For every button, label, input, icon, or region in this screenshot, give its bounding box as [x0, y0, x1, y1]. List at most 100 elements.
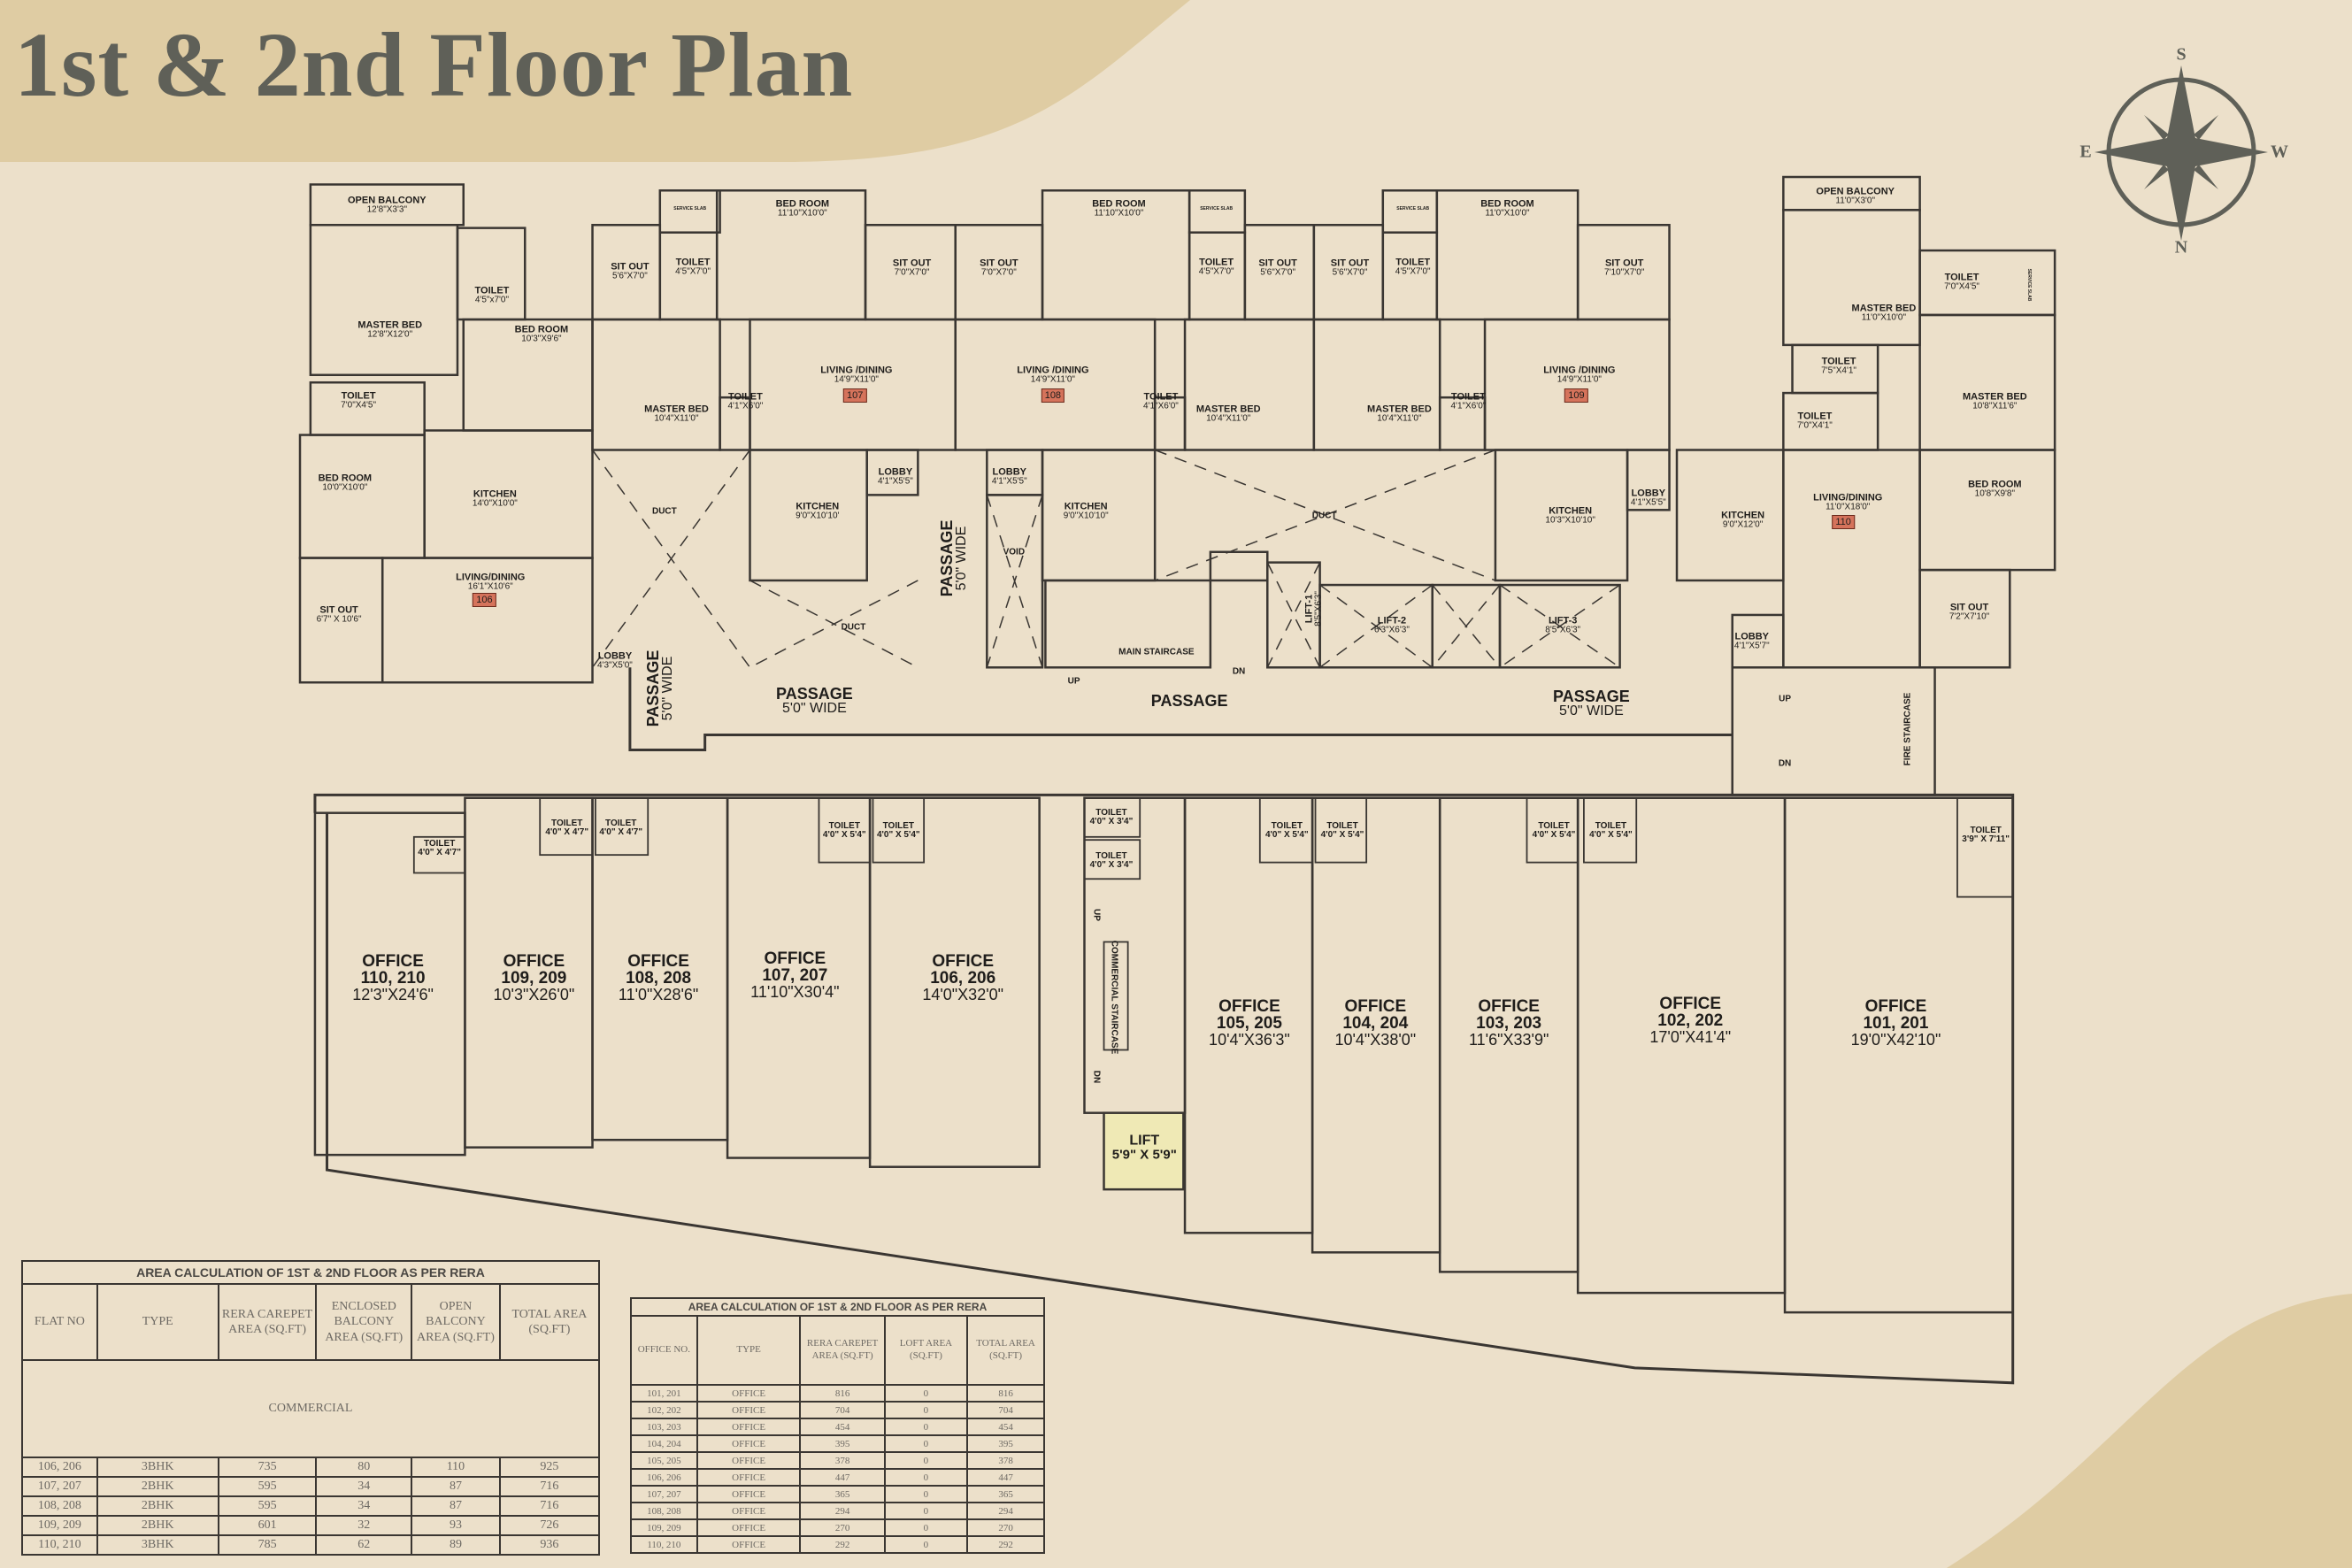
table-cell: 109, 209 — [630, 1518, 698, 1537]
column-header: TYPE — [96, 1283, 219, 1361]
table-title: AREA CALCULATION OF 1ST & 2ND FLOOR AS P… — [630, 1297, 1045, 1317]
corner-decoration — [1947, 1294, 2352, 1568]
room-dimensions: 8'5"X6'3" — [1313, 591, 1324, 627]
room-dimensions: 4'5"X7'0" — [675, 266, 711, 277]
table-cell: 270 — [966, 1518, 1045, 1537]
room-wall — [1918, 449, 2056, 572]
title-banner — [0, 0, 1190, 162]
room-name: LOBBY — [1631, 488, 1666, 499]
office-dimensions: 11'0"X28'6" — [618, 986, 699, 1004]
office-name: OFFICE — [1478, 996, 1540, 1016]
room-dimensions: 9'0"X12'0" — [1722, 519, 1764, 530]
toilet-name: TOILET — [1970, 826, 2002, 836]
room-wall — [749, 449, 868, 582]
table-title: AREA CALCULATION OF 1ST & 2ND FLOOR AS P… — [21, 1260, 600, 1285]
table-cell: 101, 201 — [630, 1384, 698, 1403]
office-dimensions: 14'0"X32'0" — [922, 986, 1004, 1004]
table-cell: 735 — [217, 1457, 318, 1478]
room-name: SIT OUT — [1949, 602, 1989, 613]
room-name: LOBBY — [597, 650, 633, 662]
room-wall — [865, 449, 919, 496]
room-dimensions: 4'5"X7'0" — [1198, 266, 1234, 277]
room-dimensions: 4'1"X6'0" — [727, 401, 764, 411]
office-dimensions: 19'0"X42'10" — [1850, 1030, 1941, 1049]
table-cell: 816 — [799, 1384, 886, 1403]
table-cell: 395 — [799, 1434, 886, 1453]
office-number: 108, 208 — [626, 969, 692, 988]
room-name: SIT OUT — [319, 604, 358, 616]
passage-width: 5'0" WIDE — [1559, 703, 1624, 719]
passage-label: PASSAGE — [1151, 693, 1228, 709]
table-cell: OFFICE — [696, 1384, 802, 1403]
commercial-lift — [1103, 1111, 1185, 1191]
room-dimensions: 4'3"X5'0" — [597, 660, 633, 671]
room-name: TOILET — [1821, 356, 1856, 367]
duct — [1154, 449, 1496, 581]
table-cell: 110 — [411, 1457, 501, 1478]
table-cell: 2BHK — [96, 1476, 219, 1497]
table-cell: 595 — [217, 1476, 318, 1497]
room-wall — [1209, 550, 1269, 582]
room-dimensions: 4'5"x7'0" — [474, 295, 510, 305]
room-name: SIT OUT — [892, 257, 932, 269]
table-cell: 106, 206 — [630, 1468, 698, 1487]
toilet-dimensions: 3'9" X 7'11" — [1962, 834, 2010, 845]
plan-annotation: VOID — [1003, 547, 1026, 557]
passage-width: 5'0" WIDE — [782, 700, 847, 716]
office-toilet-wall — [1083, 796, 1141, 838]
passage-outline — [628, 667, 1733, 751]
passage-name: PASSAGE — [776, 684, 853, 703]
table-cell: 378 — [799, 1451, 886, 1470]
room-name: OPEN BALCONY — [347, 195, 427, 206]
table-cell: 395 — [966, 1434, 1045, 1453]
room-dimensions: 4'1"X6'0" — [1450, 401, 1487, 411]
room-name: TOILET — [675, 257, 711, 268]
table-cell: OFFICE — [696, 1451, 802, 1470]
room-name: TOILET — [1199, 257, 1234, 268]
office-dimensions: 12'3"X24'6" — [352, 986, 434, 1004]
room-wall — [1782, 209, 1921, 347]
plan-annotation: DUCT — [651, 506, 677, 517]
table-cell: OFFICE — [696, 1485, 802, 1503]
office-name: OFFICE — [627, 952, 689, 972]
toilet-name: TOILET — [1538, 821, 1570, 832]
office-number: 101, 201 — [1863, 1013, 1929, 1033]
lift-shaft — [1499, 584, 1621, 668]
table-cell: 447 — [966, 1468, 1045, 1487]
compass-east-label: E — [2079, 142, 2092, 162]
table-cell: 62 — [315, 1534, 413, 1556]
office-name: OFFICE — [1864, 996, 1927, 1016]
room-name: KITCHEN — [1549, 505, 1593, 517]
table-cell: 936 — [498, 1534, 601, 1556]
table-cell: 716 — [498, 1476, 601, 1497]
office-number: 109, 209 — [501, 969, 567, 988]
table-cell: 108, 208 — [630, 1502, 698, 1520]
table-cell: 0 — [883, 1434, 969, 1453]
table-cell: 110, 210 — [21, 1534, 98, 1556]
toilet-dimensions: 4'0" X 4'7" — [418, 848, 461, 858]
column-header: TYPE — [696, 1315, 802, 1386]
table-cell: 0 — [883, 1451, 969, 1470]
commercial-row: COMMERCIAL — [21, 1359, 600, 1458]
room-wall — [1381, 189, 1439, 234]
